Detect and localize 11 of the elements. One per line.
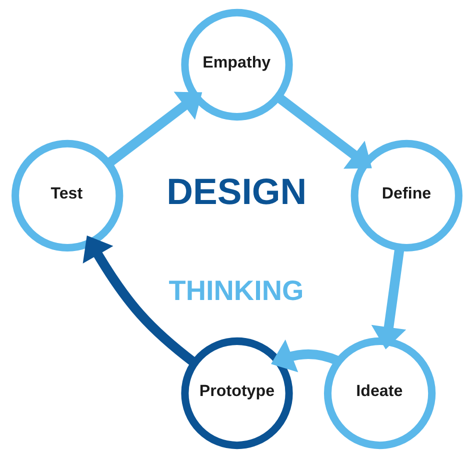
arrow bbox=[82, 235, 198, 367]
node-circle: Test bbox=[12, 140, 124, 252]
arrow bbox=[271, 340, 340, 372]
node-circle: Define bbox=[350, 140, 462, 252]
arrow bbox=[275, 93, 372, 169]
label: THINKING bbox=[168, 275, 304, 306]
arrow bbox=[105, 92, 202, 168]
node-circle: Ideate bbox=[324, 337, 436, 450]
label: DESIGN bbox=[166, 170, 307, 212]
node-circle: Prototype bbox=[181, 337, 293, 450]
node-circle: Empathy bbox=[181, 8, 293, 121]
